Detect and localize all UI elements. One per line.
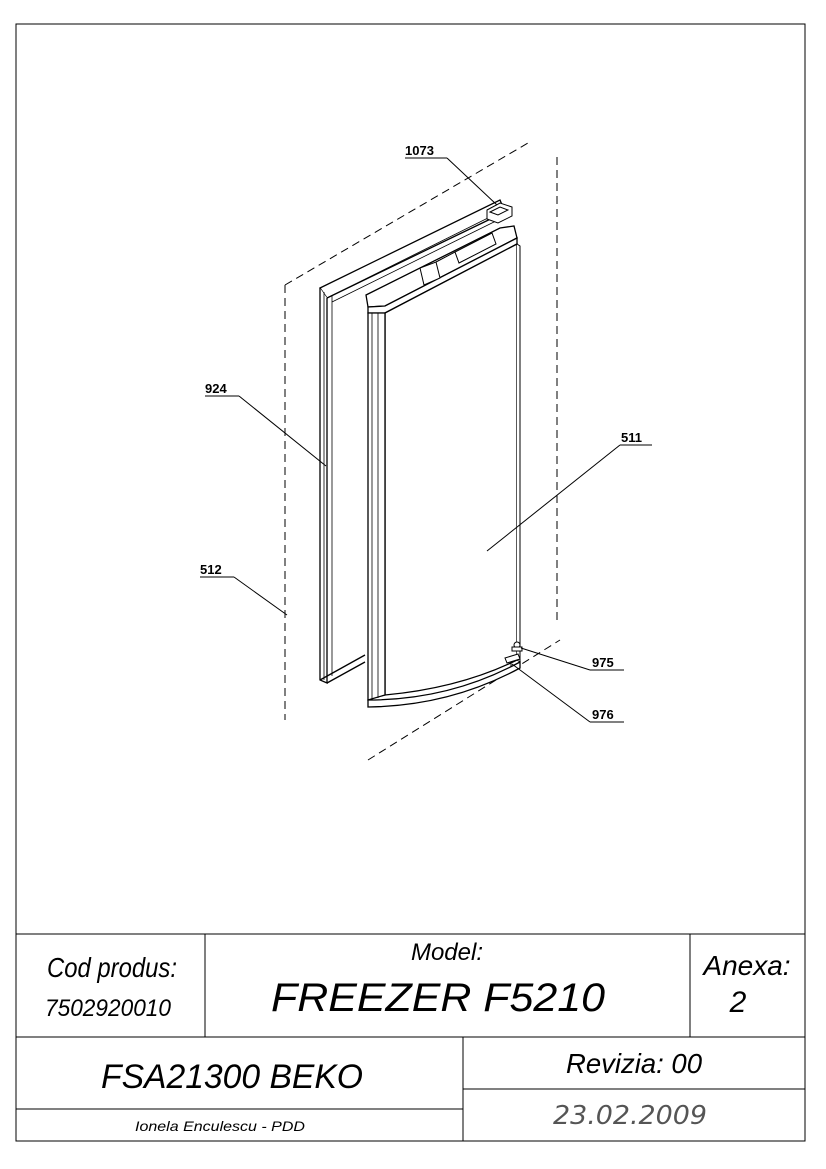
callout-976: 976 (592, 707, 614, 722)
exploded-view: 1073 924 511 512 975 976 (200, 142, 652, 761)
author: Ionela Enculescu - PDD (135, 1118, 305, 1134)
construction-lines (284, 142, 561, 761)
annex-label: Anexa: (701, 950, 790, 981)
callout-512: 512 (200, 562, 222, 577)
callout-511: 511 (621, 430, 642, 445)
bottom-hinge-parts (504, 641, 523, 667)
product-name: FSA21300 BEKO (101, 1058, 363, 1096)
title-block (16, 933, 805, 1141)
date: 23.02.2009 (553, 1101, 707, 1131)
model-label: Model: (411, 939, 483, 966)
callout-924: 924 (205, 381, 227, 396)
annex-value: 2 (729, 986, 747, 1019)
revision: Revizia: 00 (566, 1048, 702, 1079)
door-panel (365, 225, 521, 708)
callout-975: 975 (592, 655, 614, 670)
product-code-value: 7502920010 (45, 995, 172, 1022)
sheet-frame (15, 23, 806, 1142)
product-code-label: Cod produs: (47, 952, 177, 983)
callout-1073: 1073 (405, 143, 434, 158)
model-value: FREEZER F5210 (271, 976, 605, 1020)
leader-lines (200, 157, 652, 723)
top-hinge-part (486, 202, 513, 224)
